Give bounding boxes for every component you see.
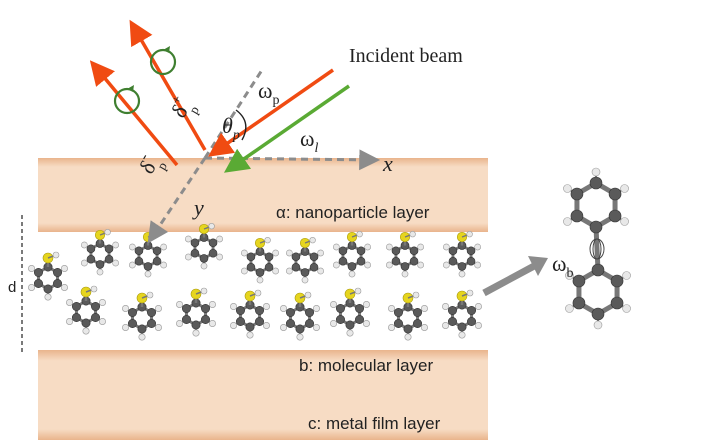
omega-b-label: ωb [552,251,573,281]
pointer-arrow [482,261,538,297]
molecule [66,285,106,335]
theta-label: θp [222,113,240,143]
layer-a-label: α: nanoparticle layer [276,203,430,222]
pointer-arrow-head [528,256,548,276]
molecule [129,230,167,278]
circular-polarization-icon-plus [149,46,177,76]
molecule [185,222,223,270]
reflected-beam-plus [129,19,207,151]
svg-text:δp+: δp+ [164,93,202,125]
biphenyl-molecule [563,167,631,330]
y-axis-label: y [192,195,204,220]
layer-c-label: c: metal film layer [308,414,441,433]
metal-film-layer [38,350,488,440]
theta-arc [235,109,247,141]
nanoparticle-layer [38,158,488,232]
normal-line [203,69,264,159]
pump-beam [207,68,334,157]
omega-p-label: ωp [258,78,279,108]
reflected-beam-minus [89,60,179,167]
molecule [81,228,119,276]
y-axis [147,157,207,244]
sigma-plus-label: δp+ [164,93,202,125]
molecule [443,230,481,278]
probe-beam [223,84,350,173]
molecule [333,230,371,278]
molecule [388,291,428,341]
molecule [442,289,482,339]
molecule [176,287,216,337]
molecule [280,291,320,341]
molecule [241,236,279,284]
molecular-layer [28,222,482,341]
molecule [286,236,324,284]
molecule [28,251,68,301]
molecule [230,289,270,339]
molecule [330,287,370,337]
x-axis-label: x [382,151,393,176]
omega-l-label: ωl [300,126,318,156]
molecule [122,291,162,341]
incident-beam-label: Incident beam [349,45,463,67]
x-axis [204,149,381,171]
molecule [386,230,424,278]
layer-b-label: b: molecular layer [299,356,434,375]
circular-polarization-icon-minus [113,85,141,115]
d-label: d [8,279,16,296]
